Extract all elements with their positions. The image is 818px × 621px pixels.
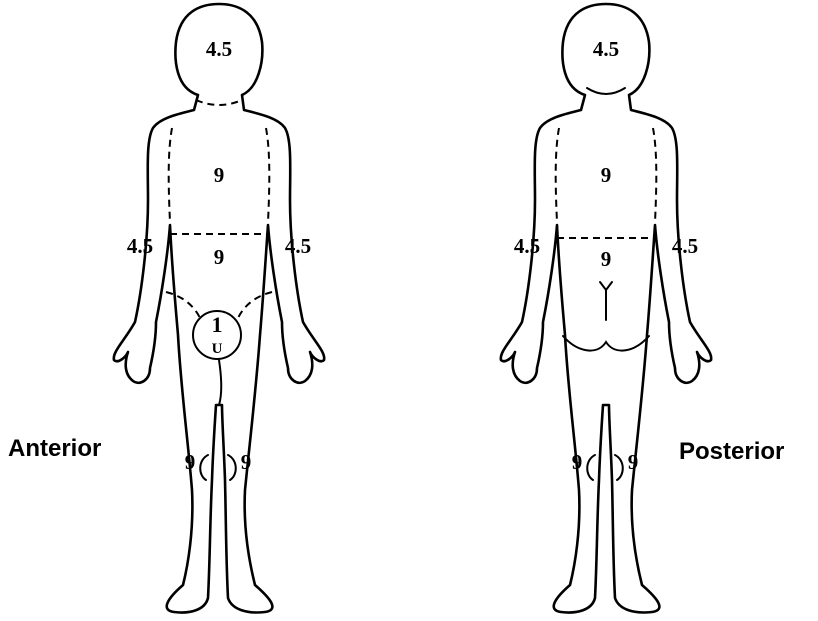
anterior-genitalia-percent: 1 bbox=[212, 312, 223, 337]
anterior-view-label: Anterior bbox=[8, 435, 101, 462]
anterior-right-leg-percent: 9 bbox=[241, 450, 252, 474]
posterior-left-arm-line bbox=[556, 128, 559, 222]
posterior-gluteal-cleft bbox=[600, 282, 612, 320]
anterior-head-percent: 4.5 bbox=[206, 37, 232, 61]
anterior-left-leg-percent: 9 bbox=[185, 450, 196, 474]
anterior-figure: 4.5 9 9 4.5 4.5 1 U 9 9 bbox=[114, 4, 324, 612]
posterior-upper-trunk-percent: 9 bbox=[601, 163, 612, 187]
anterior-upper-trunk-percent: 9 bbox=[214, 163, 225, 187]
anterior-neck-line bbox=[196, 100, 242, 105]
posterior-right-leg-curve bbox=[615, 455, 623, 480]
posterior-right-arm-percent: 4.5 bbox=[672, 234, 698, 258]
anterior-lower-trunk-percent: 9 bbox=[214, 245, 225, 269]
anterior-body-outline bbox=[114, 4, 324, 612]
anterior-left-arm-line bbox=[169, 128, 172, 222]
posterior-lower-trunk-percent: 9 bbox=[601, 247, 612, 271]
anterior-left-leg-curve bbox=[200, 455, 208, 480]
posterior-neck-line bbox=[587, 88, 625, 94]
posterior-buttocks-curve bbox=[563, 336, 649, 351]
posterior-left-arm-percent: 4.5 bbox=[514, 234, 540, 258]
anterior-genitalia-symbol: U bbox=[212, 341, 223, 357]
posterior-left-leg-curve bbox=[587, 455, 595, 480]
anterior-right-groin-line bbox=[238, 292, 272, 318]
posterior-head-percent: 4.5 bbox=[593, 37, 619, 61]
anterior-inner-leg-line bbox=[219, 360, 221, 405]
anterior-right-leg-curve bbox=[228, 455, 236, 480]
anterior-right-arm-percent: 4.5 bbox=[285, 234, 311, 258]
posterior-left-leg-percent: 9 bbox=[572, 450, 583, 474]
anterior-left-groin-line bbox=[166, 292, 200, 318]
posterior-view-label: Posterior bbox=[679, 438, 784, 465]
posterior-right-arm-line bbox=[653, 128, 656, 222]
anterior-left-arm-percent: 4.5 bbox=[127, 234, 153, 258]
anterior-right-arm-line bbox=[266, 128, 269, 222]
posterior-right-leg-percent: 9 bbox=[628, 450, 639, 474]
posterior-figure: 4.5 9 9 4.5 4.5 9 9 bbox=[501, 4, 711, 612]
